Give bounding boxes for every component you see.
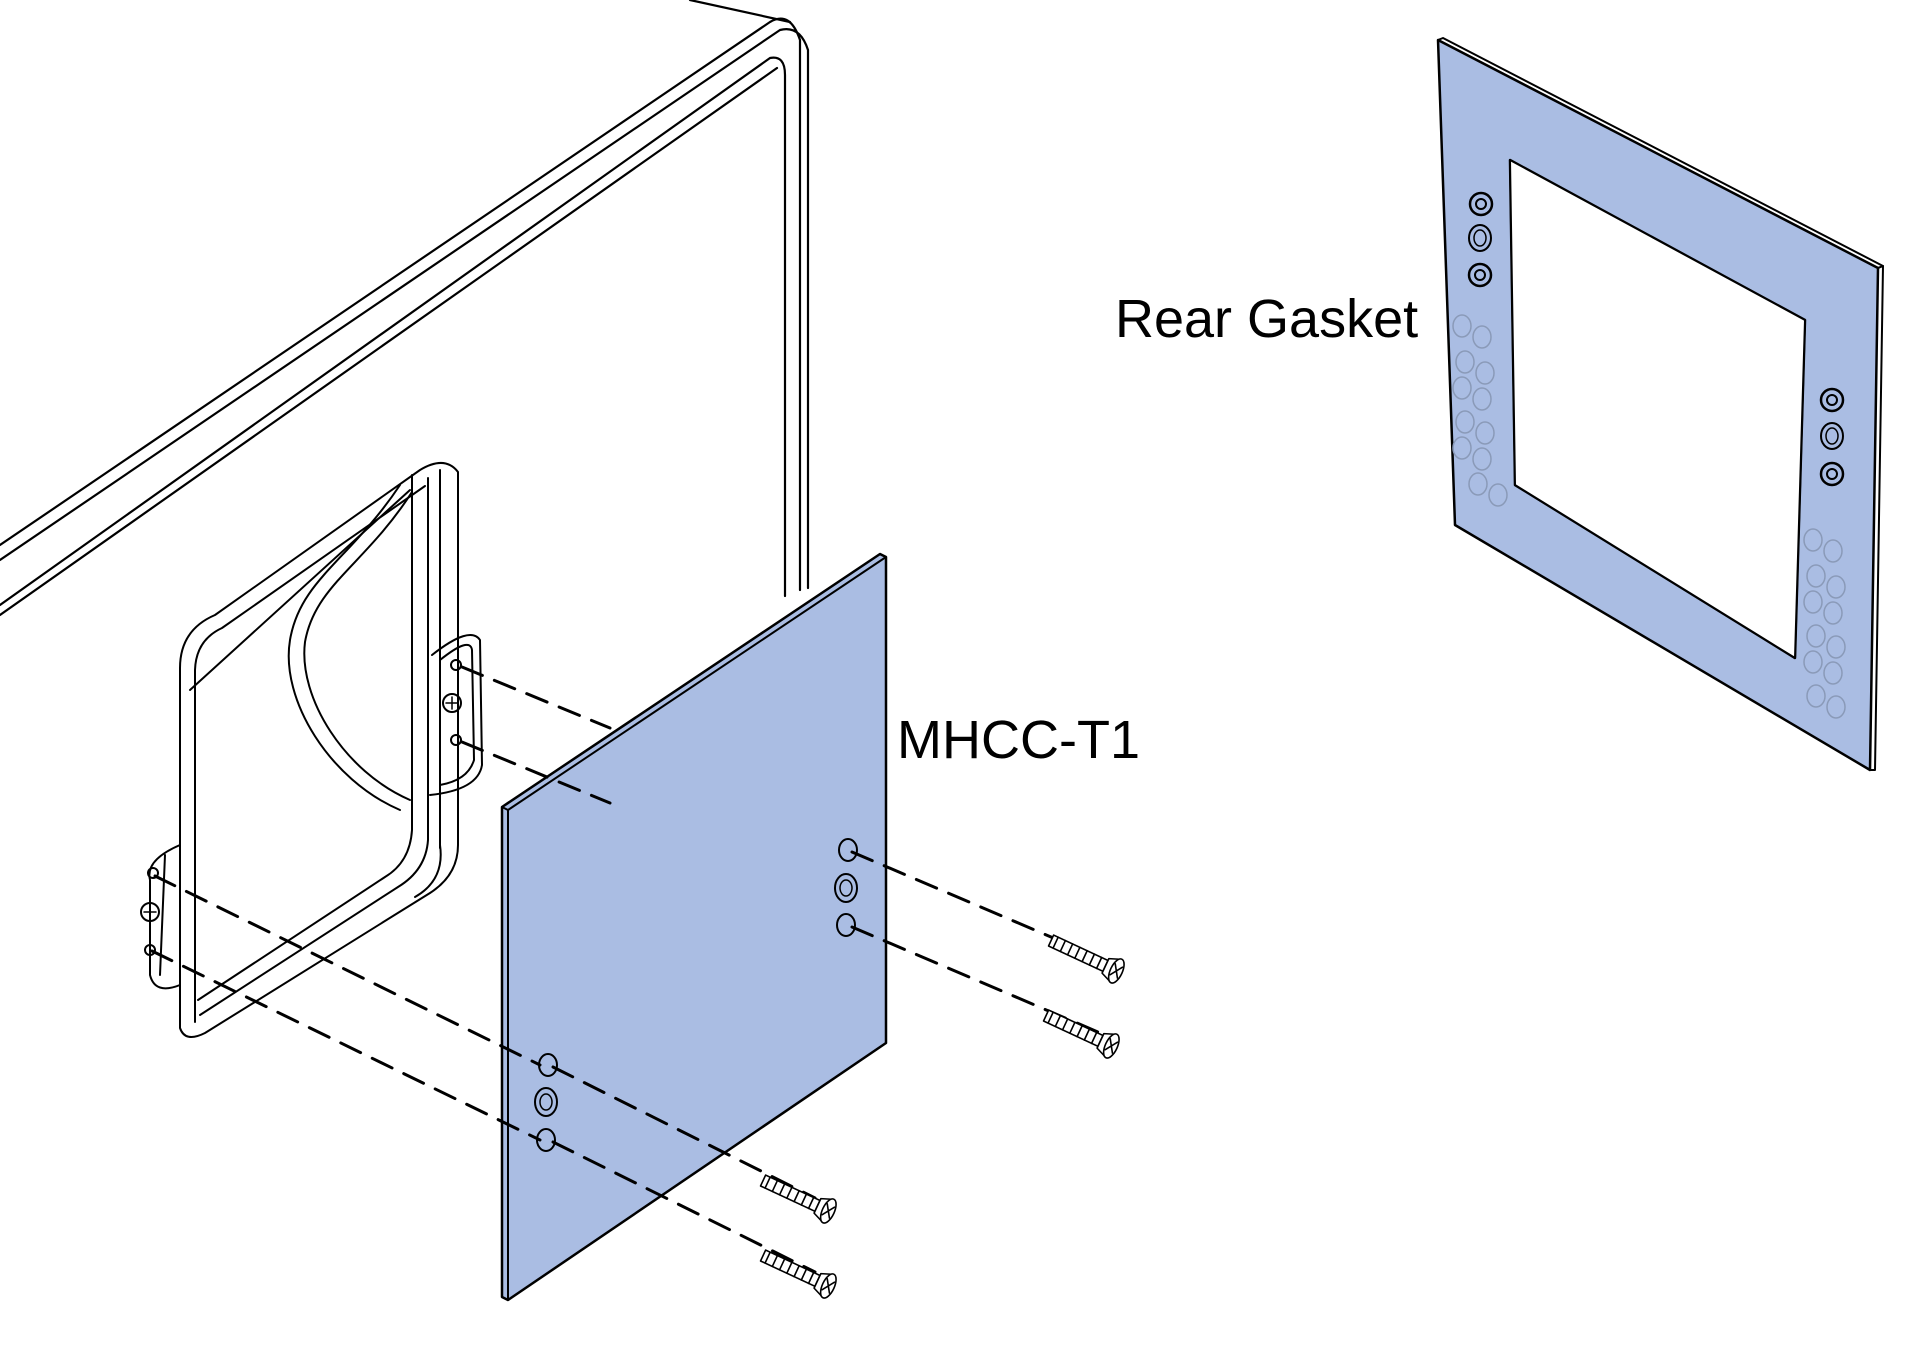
rear-gasket <box>1436 37 1884 772</box>
enclosure-housing <box>0 0 810 617</box>
rear-gasket-label: Rear Gasket <box>1115 289 1419 349</box>
screws <box>759 934 1125 1299</box>
plate-label: MHCC-T1 <box>897 710 1140 770</box>
screw-2 <box>1042 1009 1120 1059</box>
mounting-bracket <box>140 462 483 1038</box>
screw-1 <box>1047 934 1125 984</box>
cover-plate <box>500 552 888 1302</box>
screw-3 <box>759 1174 837 1224</box>
screw-4 <box>759 1249 837 1299</box>
